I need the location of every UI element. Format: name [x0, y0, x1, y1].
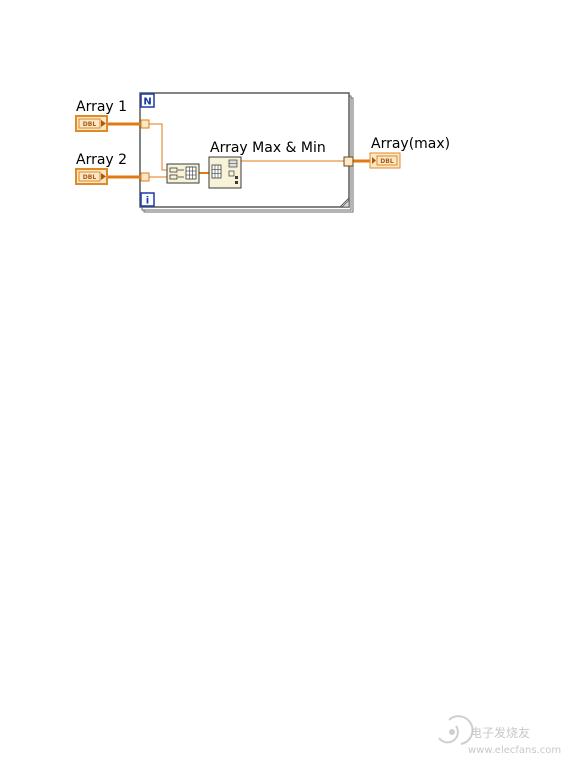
- watermark-logo-icon: [438, 715, 474, 745]
- array-max-indicator[interactable]: DBL: [369, 152, 401, 169]
- input-tunnel-array-1[interactable]: [140, 119, 150, 129]
- array-1-type: DBL: [83, 121, 97, 128]
- for-loop[interactable]: [139, 92, 354, 213]
- array-max-min-node[interactable]: [208, 156, 242, 189]
- watermark: 电子发烧友 www.elecfans.com: [438, 715, 561, 756]
- array-1-label: Array 1: [76, 99, 127, 115]
- watermark-brand: 电子发烧友: [470, 725, 530, 740]
- input-tunnel-array-2[interactable]: [140, 172, 150, 182]
- loop-iteration-label: i: [146, 196, 149, 207]
- array-2-control[interactable]: DBL: [75, 168, 108, 185]
- array-max-label: Array(max): [371, 136, 450, 152]
- watermark-url: www.elecfans.com: [468, 745, 561, 756]
- loop-count-terminal[interactable]: N: [140, 93, 155, 108]
- array-max-type: DBL: [380, 158, 394, 165]
- loop-count-label: N: [143, 97, 151, 108]
- wires: [107, 122, 370, 179]
- loop-iteration-terminal[interactable]: i: [140, 192, 155, 207]
- array-1-control[interactable]: DBL: [75, 115, 108, 132]
- array-2-type: DBL: [83, 174, 97, 181]
- array-2-label: Array 2: [76, 152, 127, 168]
- array-max-min-label: Array Max & Min: [210, 140, 326, 156]
- build-array-node[interactable]: [166, 163, 200, 184]
- output-tunnel[interactable]: [343, 156, 354, 167]
